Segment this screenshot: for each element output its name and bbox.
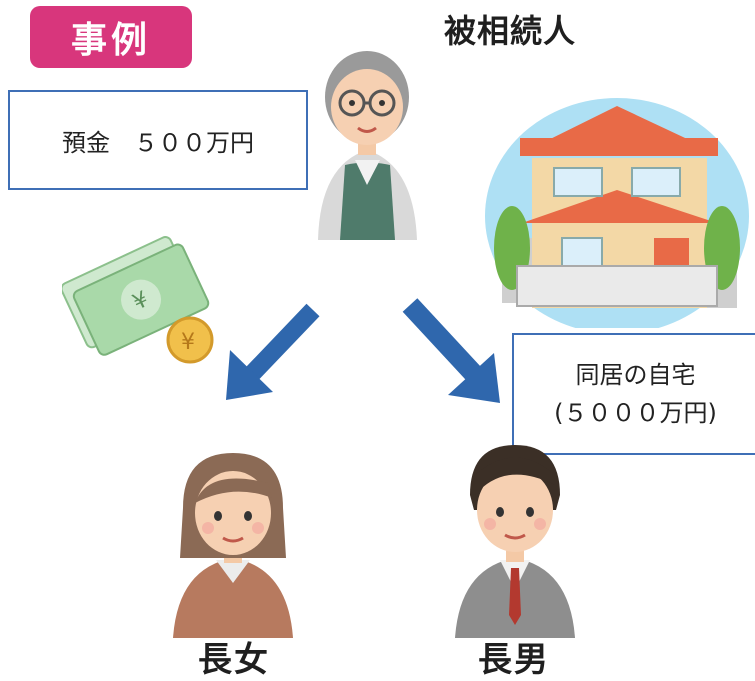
svg-text:¥: ¥ <box>181 330 195 355</box>
daughter-label: 長女 <box>198 640 270 680</box>
son-icon <box>455 445 575 638</box>
money-icon: ¥ ¥ <box>62 236 214 364</box>
house-icon <box>485 98 749 328</box>
son-label: 長男 <box>478 640 550 680</box>
elderly-man-icon <box>318 51 417 240</box>
savings-text: 預金 ５００万円 <box>62 128 254 157</box>
savings-box: 預金 ５００万円 <box>8 90 308 190</box>
house-value-box: 同居の自宅 (５０００万円) <box>512 333 755 455</box>
house-line1: 同居の自宅 <box>575 361 696 389</box>
arrow-right-down-icon <box>402 298 500 403</box>
arrow-left-down-icon <box>226 303 320 400</box>
house-line2: (５０００万円) <box>554 399 717 427</box>
case-badge: 事例 <box>30 6 192 68</box>
daughter-icon <box>173 453 293 638</box>
decedent-label: 被相続人 <box>444 12 577 50</box>
